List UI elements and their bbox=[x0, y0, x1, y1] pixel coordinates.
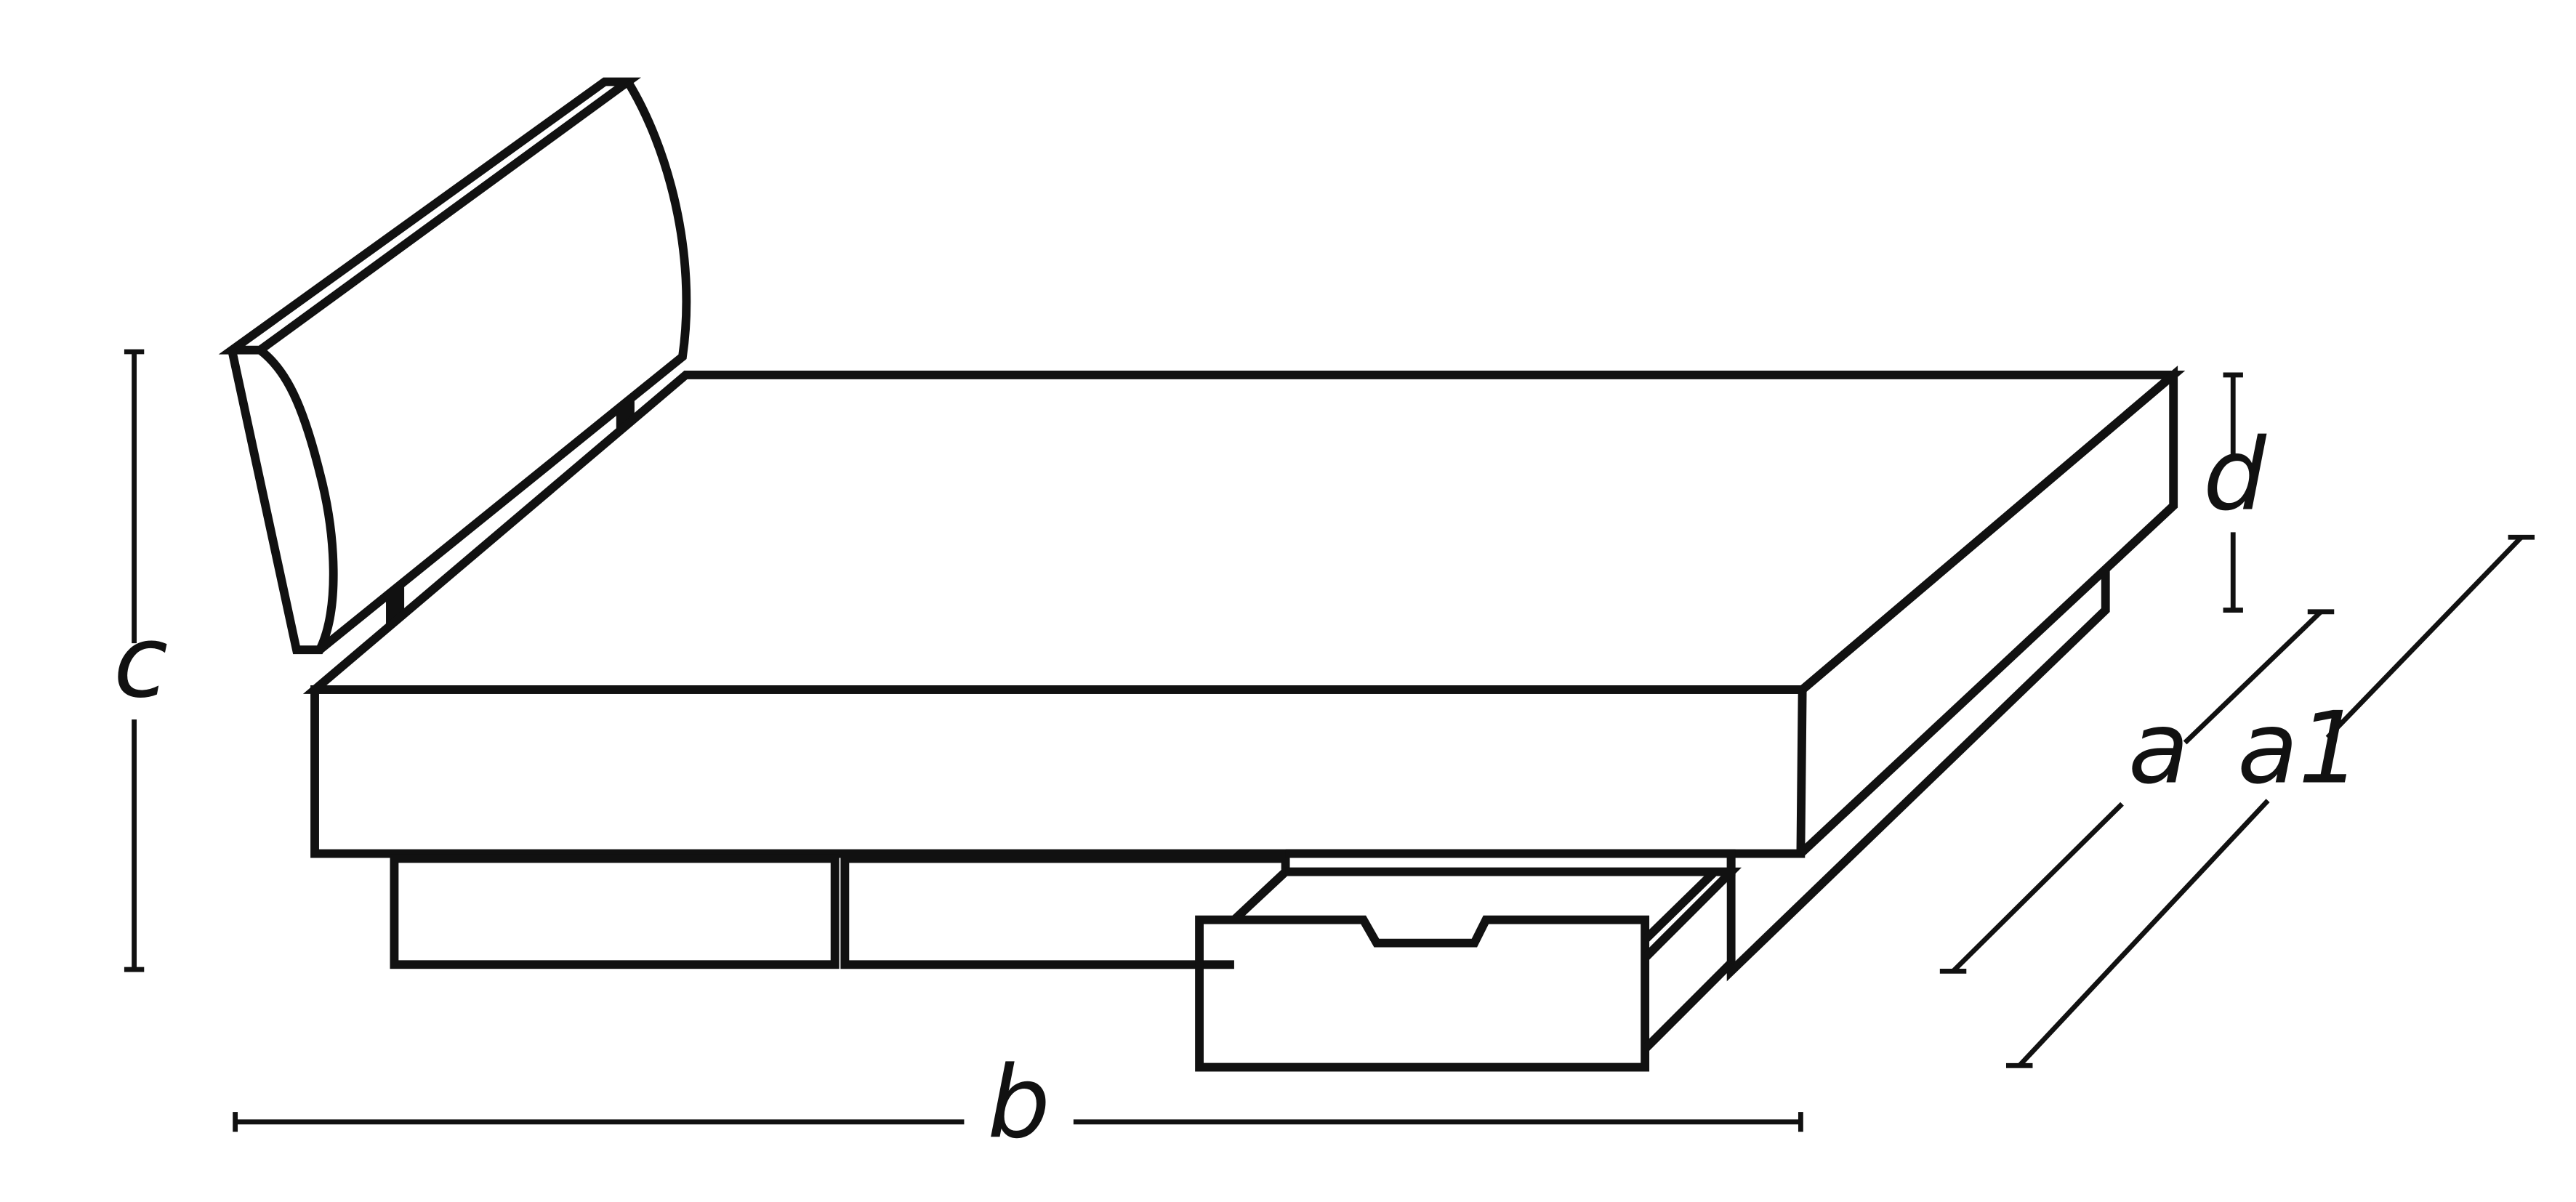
dim-a bbox=[1939, 609, 2335, 974]
headboard bbox=[218, 77, 691, 655]
dimension-labels: c b d a a1 bbox=[113, 418, 2362, 1161]
dim-a1 bbox=[2005, 534, 2535, 1068]
bed-drawing: c b d a a1 bbox=[113, 77, 2535, 1161]
dimension-lines bbox=[124, 349, 2535, 1132]
dim-b bbox=[233, 1112, 1803, 1132]
label-d: d bbox=[2203, 418, 2267, 533]
label-a1: a1 bbox=[2237, 691, 2362, 807]
dim-c bbox=[124, 349, 145, 972]
drawer-open bbox=[1195, 849, 1742, 1072]
label-c: c bbox=[113, 605, 168, 720]
drawer-left bbox=[390, 854, 840, 969]
label-a: a bbox=[2128, 691, 2189, 807]
drawers bbox=[390, 849, 1742, 1072]
drawer-middle bbox=[840, 854, 1290, 969]
label-b: b bbox=[987, 1045, 1050, 1161]
dim-d bbox=[2223, 372, 2243, 613]
base-frame bbox=[1726, 568, 2110, 982]
mattress bbox=[302, 366, 2186, 858]
